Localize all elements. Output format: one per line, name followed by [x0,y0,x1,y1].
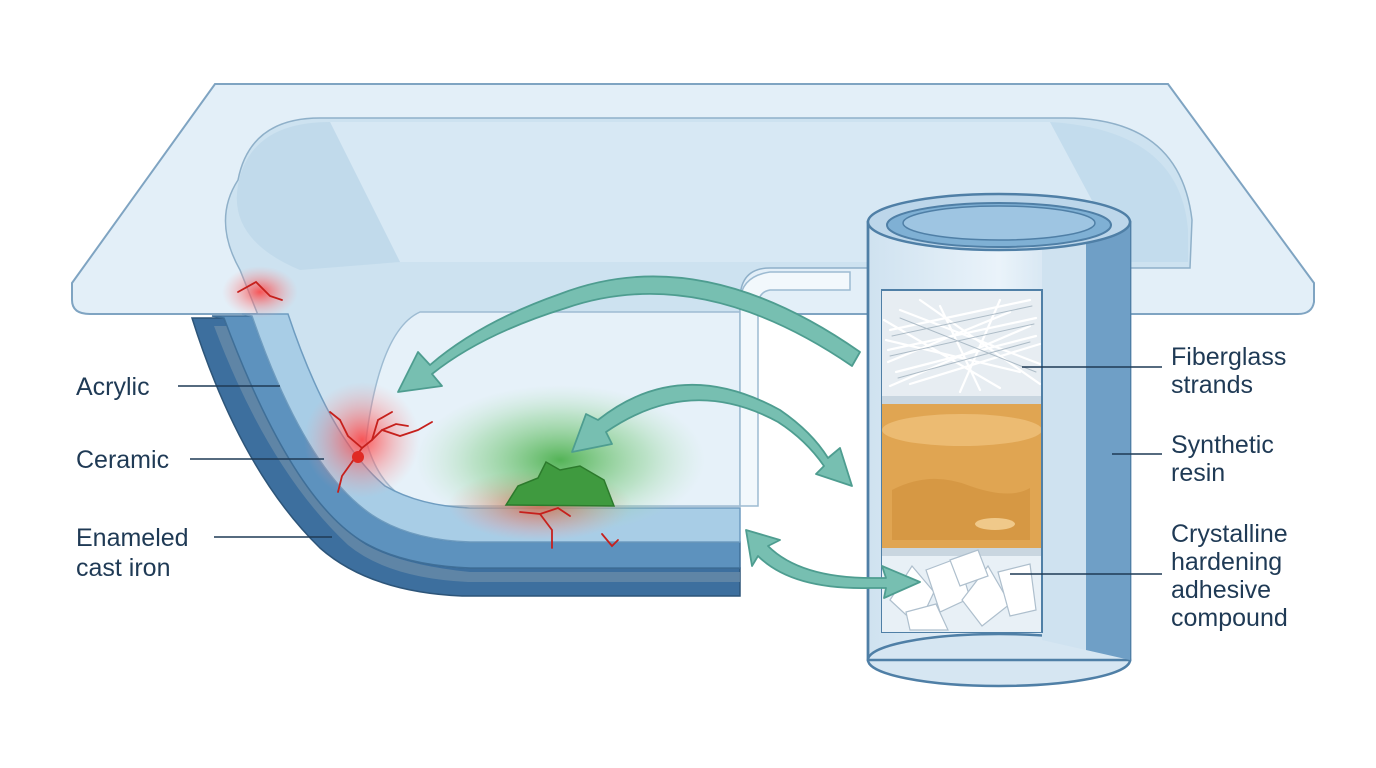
repair-patch [504,460,616,507]
damage-zones [222,266,705,541]
left-labels: Acrylic Ceramic Enameled cast iron [76,373,196,582]
label-fiberglass-strands: Fiberglass strands [1171,343,1293,399]
curved-arrow-icon [397,275,921,599]
adhesive-canister [866,192,1132,688]
label-synthetic-resin: Synthetic resin [1171,431,1281,487]
right-labels: Fiberglass strands Synthetic resin Cryst… [1171,343,1295,632]
crystal-icon [889,549,1037,631]
label-crystalline-compound: Crystalline hardening adhesive compound [1171,520,1295,632]
crack-icon [237,280,619,549]
leader-lines [178,366,1162,575]
label-ceramic: Ceramic [76,446,169,474]
label-acrylic: Acrylic [76,373,150,401]
label-enameled-cast-iron: Enameled cast iron [76,524,196,582]
